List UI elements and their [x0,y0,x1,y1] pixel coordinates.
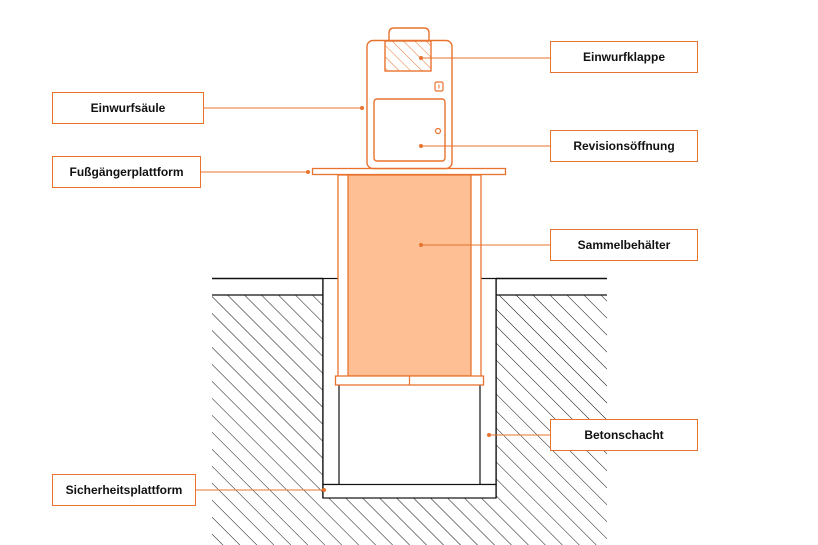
revision-door-knob [434,127,442,135]
anchor-einwurfklappe [419,56,423,60]
column-handle [388,27,430,42]
label-betonschacht: Betonschacht [550,419,698,451]
anchor-fussgaengerplattform [306,170,310,174]
anchor-betonschacht [487,433,491,437]
anchor-sammelbehaelter [419,243,423,247]
label-fussgaengerplattform: Fußgängerplattform [52,156,201,188]
leader-lines [196,56,550,492]
label-revisionsoeffnung: Revisionsöffnung [550,130,698,162]
ground-bottom-hatch [323,498,496,545]
anchor-einwurfsaeule [360,106,364,110]
collection-container [334,174,485,386]
safety-platform [322,483,497,499]
input-flap [384,40,432,72]
container-body [347,174,472,377]
label-einwurfsaeule: Einwurfsäule [52,92,204,124]
anchor-sicherheitsplattform [322,488,326,492]
anchor-revisionsoeffnung [419,144,423,148]
pedestrian-platform [311,167,507,176]
label-sammelbehaelter: Sammelbehälter [550,229,698,261]
revision-door [373,98,446,162]
input-column [366,27,453,170]
label-sicherheitsplattform: Sicherheitsplattform [52,474,196,506]
ground-left-hatch [212,295,323,545]
label-einwurfklappe: Einwurfklappe [550,41,698,73]
